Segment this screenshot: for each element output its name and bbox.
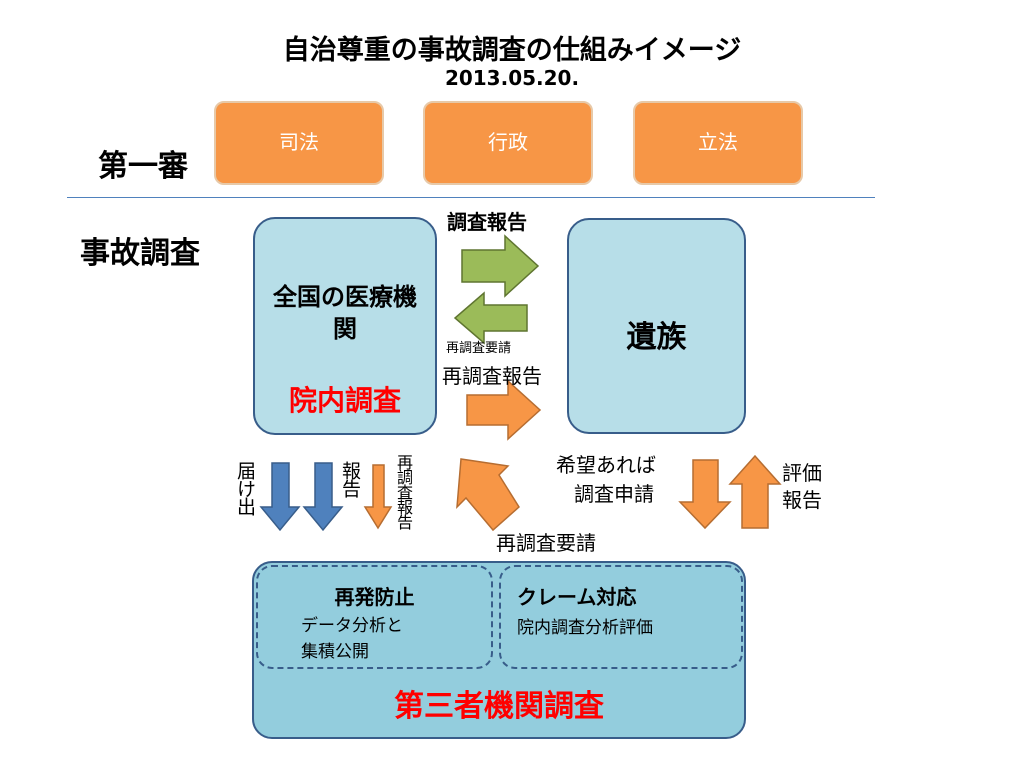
reinvestigation-report-label: 再調査報告 bbox=[442, 364, 542, 388]
divider-line bbox=[67, 197, 875, 198]
green-right-arrow bbox=[461, 234, 540, 298]
hospital-name: 全国の医療機関 bbox=[273, 283, 417, 343]
orange-right-arrow bbox=[466, 379, 542, 441]
orange-up-arrow-right bbox=[728, 454, 782, 529]
investigation-label: 事故調査 bbox=[80, 236, 200, 271]
orange-down-arrow-small bbox=[363, 464, 393, 530]
orange-diagonal-arrow bbox=[456, 458, 520, 532]
internal-investigation-label: 院内調査 bbox=[288, 384, 401, 417]
prevention-line2: 集積公開 bbox=[301, 642, 369, 662]
green-left-arrow bbox=[453, 291, 528, 345]
prevention-section: 再発防止 データ分析と 集積公開 bbox=[256, 565, 493, 669]
page-title: 自治尊重の事故調査の仕組みイメージ bbox=[282, 35, 742, 66]
third-party-title: 第三者機関調査 bbox=[394, 689, 604, 724]
prevention-line1: データ分析と bbox=[301, 616, 403, 636]
family-box: 遺族 bbox=[567, 218, 746, 434]
third-party-box: 再発防止 データ分析と 集積公開 クレーム対応 院内調査分析評価 第三者機関調査 bbox=[252, 561, 746, 739]
report-short-label: 報告 bbox=[339, 461, 361, 497]
blue-down-arrow-1 bbox=[259, 462, 301, 532]
request-if-wanted-line2: 調査申請 bbox=[574, 482, 654, 506]
prevention-title: 再発防止 bbox=[334, 585, 415, 609]
complaint-line1: 院内調査分析評価 bbox=[517, 618, 653, 638]
administration-box: 行政 bbox=[423, 101, 593, 185]
report-label: 調査報告 bbox=[447, 210, 527, 234]
evaluation-label-line1: 評価 bbox=[782, 461, 822, 485]
judiciary-box: 司法 bbox=[214, 101, 384, 185]
page-date: 2013.05.20. bbox=[444, 66, 580, 90]
reinvestigation-request-label: 再調査要請 bbox=[496, 531, 596, 555]
blue-down-arrow-2 bbox=[302, 462, 344, 532]
hospital-box: 全国の医療機関 院内調査 bbox=[253, 217, 437, 435]
orange-down-arrow-right bbox=[678, 459, 732, 530]
notification-label: 届け出 bbox=[234, 461, 256, 515]
family-label: 遺族 bbox=[626, 320, 687, 355]
complaint-title: クレーム対応 bbox=[517, 585, 637, 609]
reinvestigation-request-small-label: 再調査要請 bbox=[446, 341, 512, 356]
complaint-section: クレーム対応 院内調査分析評価 bbox=[499, 565, 743, 669]
first-instance-label: 第一審 bbox=[98, 149, 188, 184]
evaluation-label-line2: 報告 bbox=[782, 488, 822, 512]
legislature-box: 立法 bbox=[633, 101, 803, 185]
request-if-wanted-line1: 希望あれば bbox=[556, 453, 656, 477]
reinvestigation-report-vertical-label: 再調査報告 bbox=[394, 454, 413, 529]
